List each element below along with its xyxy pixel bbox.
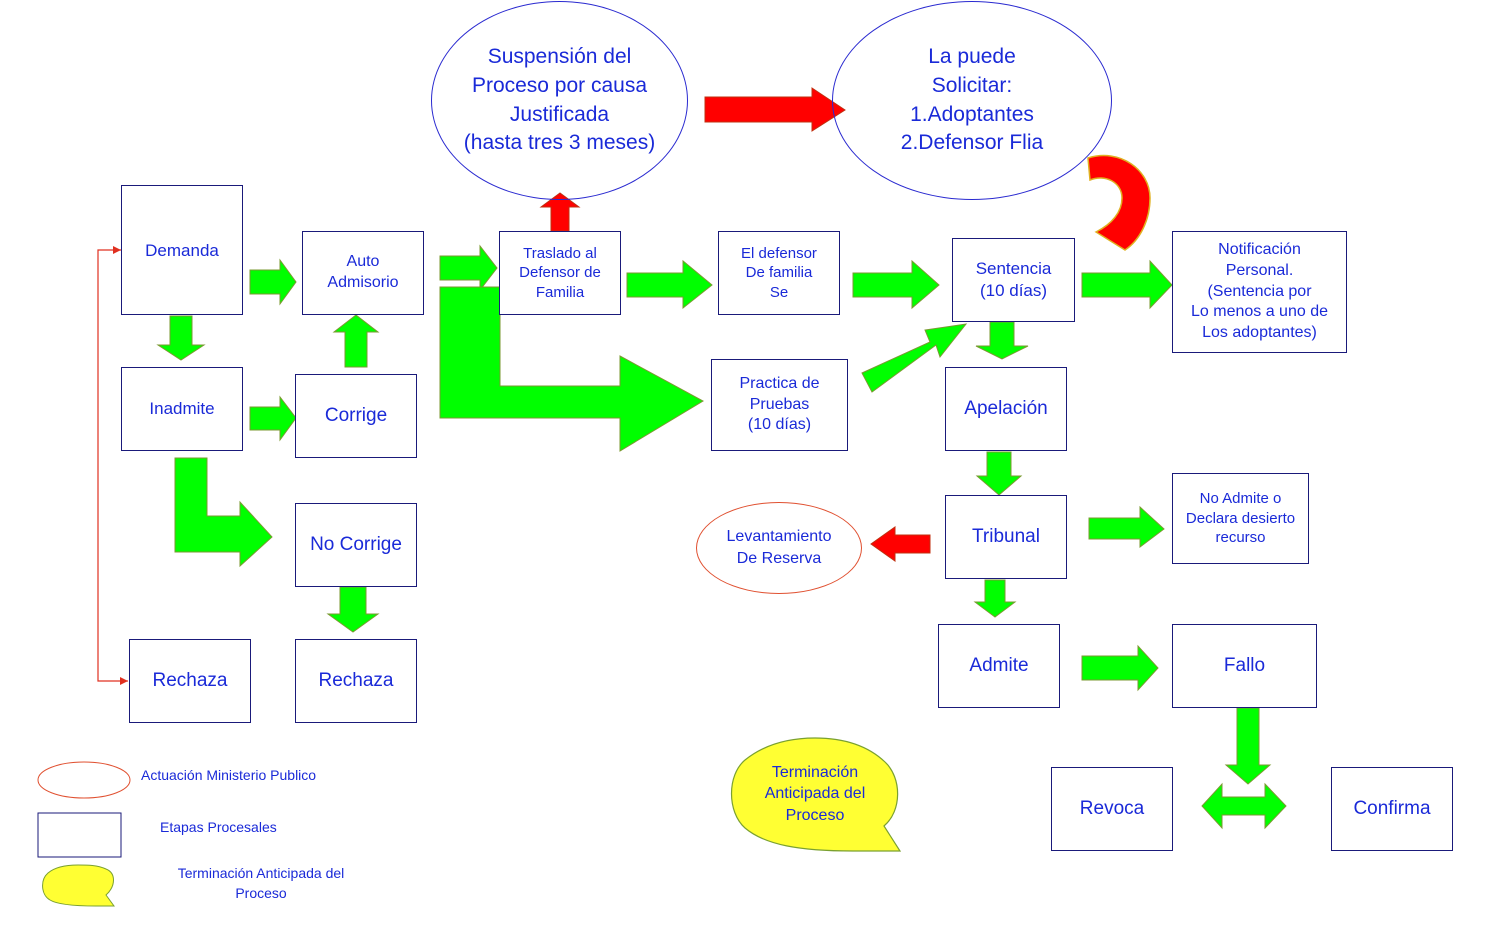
arrow-double-icon xyxy=(1201,782,1287,830)
red-arrows xyxy=(539,87,1151,562)
arrow-down-icon xyxy=(156,315,206,361)
arrow-l-shape-icon xyxy=(174,457,273,568)
arrow-down-icon xyxy=(975,451,1023,496)
legend-ministerio-label: Actuación Ministerio Publico xyxy=(141,767,317,783)
sentencia-box: Sentencia (10 días) xyxy=(952,238,1075,322)
arrow-right-icon xyxy=(704,87,846,132)
arrow-right-icon xyxy=(1088,505,1165,548)
arrow-right-icon xyxy=(852,259,940,310)
practica-box: Practica de Pruebas (10 días) xyxy=(711,359,848,451)
legend-terminacion-label: Terminación Anticipada del Proceso xyxy=(177,865,345,901)
no-corrige-box: No Corrige xyxy=(295,503,417,587)
tribunal-box: Tribunal xyxy=(945,495,1067,579)
arrow-down-icon xyxy=(326,586,380,633)
levantamiento-oval: Levantamiento De Reserva xyxy=(696,502,862,594)
arrow-up-icon xyxy=(539,192,581,232)
solicitar-oval: La puede Solicitar: 1.Adoptantes 2.Defen… xyxy=(832,1,1112,200)
auto-admisorio-box: Auto Admisorio xyxy=(302,231,424,315)
legend-bubble-icon xyxy=(42,864,115,907)
curved-arrow-icon xyxy=(1087,154,1151,251)
legend-box-icon xyxy=(37,812,122,858)
traslado-box: Traslado al Defensor de Familia xyxy=(499,231,621,315)
suspension-oval: Suspensión del Proceso por causa Justifi… xyxy=(431,1,688,200)
arrow-right-icon xyxy=(249,395,297,442)
arrow-right-icon xyxy=(249,258,297,306)
arrow-down-icon xyxy=(973,579,1017,618)
terminacion-bubble-shape xyxy=(730,737,902,852)
fallo-box: Fallo xyxy=(1172,624,1317,708)
arrow-left-icon xyxy=(870,526,931,562)
arrow-right-icon xyxy=(1081,644,1159,692)
rechaza-left-box: Rechaza xyxy=(129,639,251,723)
legend-etapas-label: Etapas Procesales xyxy=(160,819,277,835)
arrow-right-icon xyxy=(1081,259,1173,310)
arrow-l-shape-icon xyxy=(439,286,705,452)
notificacion-box: Notificación Personal. (Sentencia por Lo… xyxy=(1172,231,1347,353)
connector-demanda-rechaza xyxy=(97,246,128,685)
revoca-box: Revoca xyxy=(1051,767,1173,851)
arrow-up-icon xyxy=(332,314,380,368)
legend-oval-icon xyxy=(37,761,131,799)
arrow-right-icon xyxy=(626,259,713,310)
confirma-box: Confirma xyxy=(1331,767,1453,851)
demanda-box: Demanda xyxy=(121,185,243,315)
arrow-diagonal-icon xyxy=(861,323,968,393)
admite-box: Admite xyxy=(938,624,1060,708)
arrow-right-icon xyxy=(439,244,498,292)
apelacion-box: Apelación xyxy=(945,367,1067,451)
flow-arrows xyxy=(156,244,1287,830)
defensor-box: El defensor De familia Se xyxy=(718,231,840,315)
corrige-box: Corrige xyxy=(295,374,417,458)
arrow-down-icon xyxy=(1224,707,1272,785)
arrow-down-icon xyxy=(975,321,1029,360)
terminacion-bubble-text: Terminación Anticipada del Proceso xyxy=(764,763,866,824)
inadmite-box: Inadmite xyxy=(121,367,243,451)
rechaza-mid-box: Rechaza xyxy=(295,639,417,723)
no-admite-box: No Admite o Declara desierto recurso xyxy=(1172,473,1309,564)
